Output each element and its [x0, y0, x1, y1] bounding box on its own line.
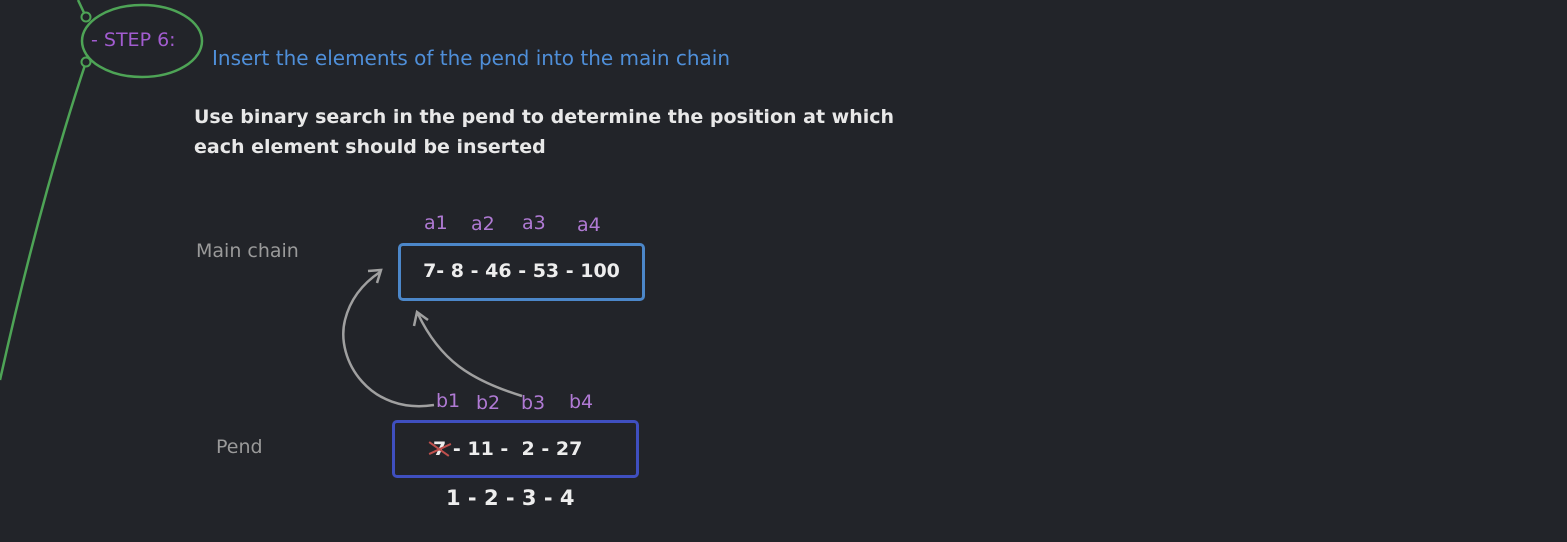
insertion-order: 1 - 2 - 3 - 4 [446, 486, 575, 510]
arrowhead-b1 [367, 268, 383, 284]
pend-index-b4: b4 [569, 391, 594, 413]
tree-connector-line [0, 0, 88, 381]
connector-node-top [80, 11, 92, 23]
main-index-a1: a1 [424, 212, 448, 234]
main-index-a2: a2 [471, 213, 495, 235]
step-ellipse [80, 3, 204, 79]
description-text: Use binary search in the pend to determi… [194, 106, 895, 158]
pend-label: Pend [216, 436, 263, 458]
struck-value: 7 [433, 438, 447, 460]
pend-values: 7 - 11 - 2 - 27 [433, 438, 582, 460]
step-label: - STEP 6: [91, 29, 176, 51]
pend-box: 7 - 11 - 2 - 27 [392, 420, 639, 478]
main-chain-values: 7- 8 - 46 - 53 - 100 [423, 260, 620, 282]
section-title: Insert the elements of the pend into the… [212, 46, 731, 70]
pend-index-b1: b1 [436, 390, 461, 412]
arrowhead-b3 [412, 309, 429, 327]
pend-index-b3: b3 [521, 392, 546, 414]
main-index-a3: a3 [522, 212, 546, 234]
arrow-b1-to-main [342, 270, 435, 408]
arrow-b3-to-main [416, 313, 523, 398]
pend-index-b2: b2 [476, 392, 501, 414]
main-index-a4: a4 [577, 214, 601, 236]
main-chain-box: 7- 8 - 46 - 53 - 100 [398, 243, 645, 301]
main-chain-label: Main chain [196, 240, 299, 262]
pend-values-rest: - 11 - 2 - 27 [446, 438, 583, 460]
connector-node-bottom [80, 56, 92, 68]
